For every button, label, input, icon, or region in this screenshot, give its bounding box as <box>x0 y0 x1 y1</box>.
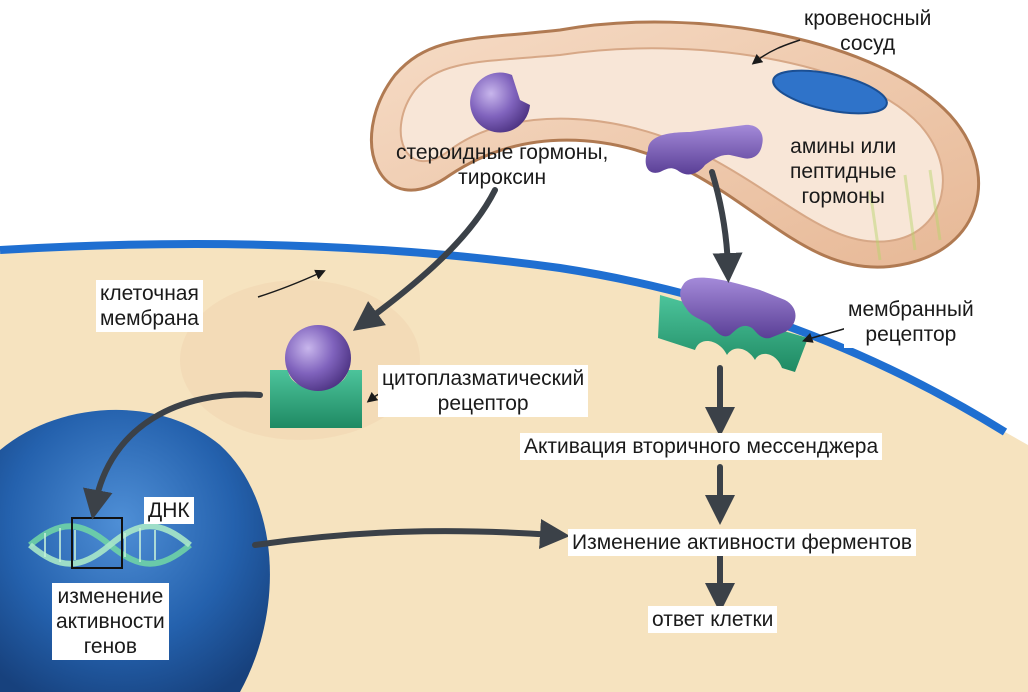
arrow-receptor-to-dna <box>83 391 263 520</box>
arrow-steroid-to-receptor <box>352 187 498 331</box>
peptide-hormone <box>645 124 763 175</box>
label-enzyme-activity: Изменение активности ферментов <box>568 529 917 556</box>
vessel-highlight <box>868 169 942 261</box>
blood-cell <box>772 69 888 115</box>
label-steroid-hormones: стероидные гормоны, тироксин <box>396 141 609 189</box>
arrow-nucleus-to-enzymes <box>252 519 570 549</box>
cell-membrane <box>0 240 1008 436</box>
dna-helix <box>28 523 192 567</box>
cytoplasmic-receptor <box>270 370 362 428</box>
label-cell-response: ответ клетки <box>648 606 778 633</box>
label-cell-membrane: клеточная мембрана <box>96 280 203 332</box>
pointer-blood-vessel <box>751 39 801 65</box>
label-membrane-receptor: мембранный рецептор <box>844 296 978 348</box>
bound-steroid-hormone <box>285 325 351 391</box>
pointer-cell-membrane <box>257 269 326 298</box>
arrow-peptide-to-receptor <box>709 169 743 283</box>
label-messenger-activation: Активация вторичного мессенджера <box>520 433 883 460</box>
label-dna: ДНК <box>144 497 194 524</box>
label-cytoplasmic-receptor: цитоплазматический рецептор <box>378 365 589 417</box>
bound-peptide-hormone <box>680 277 796 339</box>
label-amine-peptide-hormones: амины или пептидные гормоны <box>790 135 897 208</box>
label-gene-activity: изменение активности генов <box>52 583 169 660</box>
label-blood-vessel: кровеносный сосуд <box>804 7 932 55</box>
steroid-hormone <box>470 72 530 133</box>
